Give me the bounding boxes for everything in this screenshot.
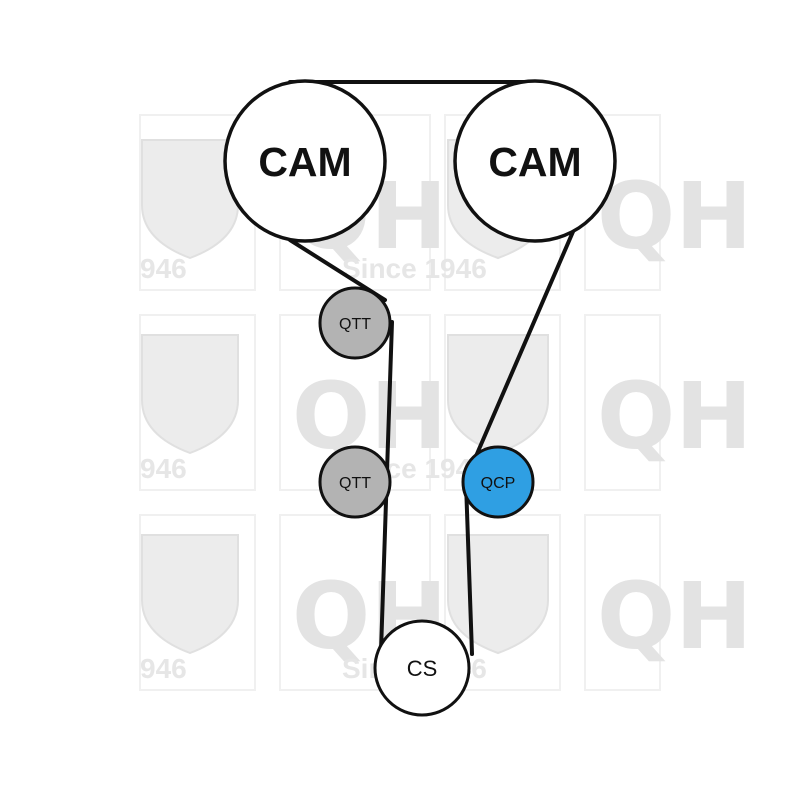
pulley-cam-right: CAM: [453, 79, 617, 243]
qtt-lower-label: QTT: [339, 475, 371, 492]
pulley-qtt-upper: QTT: [318, 286, 392, 360]
watermark-brand: QH: [597, 363, 752, 470]
watermark-layer: QH QH QH QH QH QH Since 1946 Since 1946 …: [139, 114, 752, 691]
pulley-qcp: QCP: [461, 445, 535, 519]
watermark-fragment: 946: [140, 453, 187, 484]
cs-circle: [373, 619, 471, 717]
qtt-lower-circle: [318, 445, 392, 519]
watermark-brand: QH: [597, 563, 752, 670]
pulley-qtt-lower: QTT: [318, 445, 392, 519]
watermark-fragment: 946: [140, 253, 187, 284]
qcp-label: QCP: [481, 475, 516, 492]
belt-right-span-1: [468, 188, 593, 472]
qtt-upper-label: QTT: [339, 316, 371, 333]
qcp-circle: [461, 445, 535, 519]
pulley-cs: CS: [373, 619, 471, 717]
watermark-brand: QH: [597, 163, 752, 270]
watermark-fragment: 946: [140, 653, 187, 684]
watermark-tagline: Since 1946: [342, 253, 487, 284]
pulley-cam-left: CAM: [223, 79, 387, 243]
cam-right-circle: [453, 79, 617, 243]
cam-right-label: CAM: [488, 139, 581, 185]
belt-right-span-2: [464, 481, 474, 656]
qtt-upper-circle: [318, 286, 392, 360]
cam-left-label: CAM: [258, 139, 351, 185]
cs-label: CS: [407, 656, 438, 681]
cam-left-circle: [223, 79, 387, 243]
